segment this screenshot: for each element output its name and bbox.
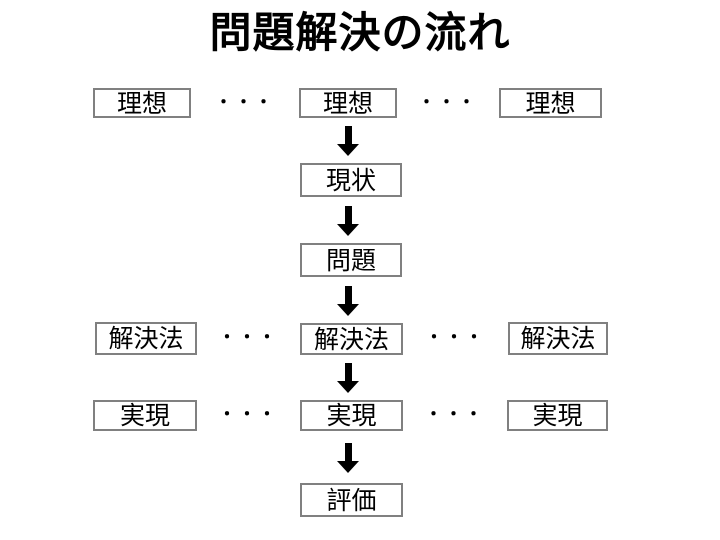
down-arrow-icon [337,363,359,393]
arrow-shaft [344,126,352,144]
arrow-shaft [344,206,352,224]
ellipsis-dots: ・・・ [215,92,275,113]
arrow-head [337,304,359,316]
box-ideal-center: 理想 [299,88,397,118]
ellipsis-dots: ・・・ [218,405,279,425]
box-ideal-left: 理想 [93,88,191,118]
arrow-head [337,381,359,393]
box-realize-left: 実現 [93,400,197,431]
ellipsis-dots: ・・・ [418,92,478,113]
box-solution-center: 解決法 [300,323,403,355]
down-arrow-icon [337,286,359,316]
box-realize-right: 実現 [507,400,608,431]
box-problem: 問題 [300,243,402,277]
ellipsis-dots: ・・・ [425,328,486,348]
arrow-head [337,461,359,473]
ellipsis-dots: ・・・ [425,405,485,425]
box-ideal-right: 理想 [499,88,602,118]
down-arrow-icon [337,206,359,236]
box-current-state: 現状 [300,163,402,197]
box-solution-left: 解決法 [95,322,197,355]
arrow-shaft [344,443,352,461]
box-evaluation: 評価 [300,483,403,517]
arrow-shaft [344,363,352,381]
down-arrow-icon [337,443,359,473]
down-arrow-icon [337,126,359,156]
arrow-shaft [344,286,352,304]
arrow-head [337,224,359,236]
box-realize-center: 実現 [300,400,403,431]
diagram-title: 問題解決の流れ [209,8,511,57]
box-solution-right: 解決法 [508,322,608,355]
ellipsis-dots: ・・・ [218,328,279,348]
arrow-head [337,144,359,156]
